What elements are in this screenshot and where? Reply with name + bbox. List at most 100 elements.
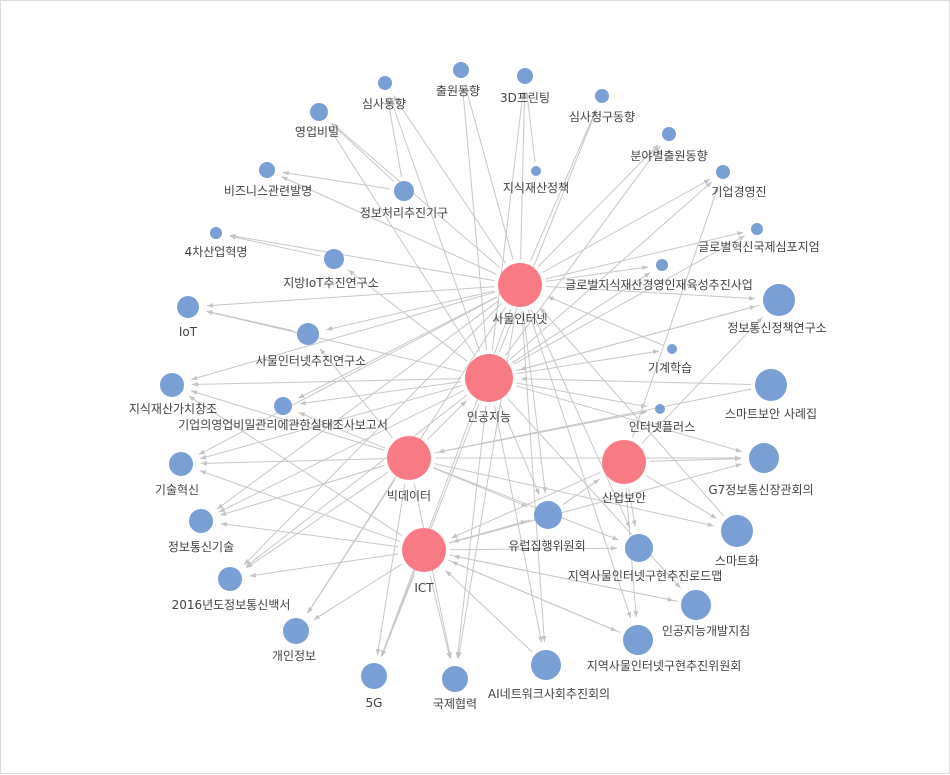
node-circle[interactable] (378, 76, 392, 90)
node-circle[interactable] (662, 127, 676, 141)
node-leaf[interactable]: 국제협력 (433, 666, 477, 711)
node-leaf[interactable]: 기계학습 (648, 344, 692, 375)
edge-n1-n30 (499, 403, 540, 495)
edge-n1-n17 (347, 269, 468, 362)
node-label: 지방IoT추진연구소 (283, 276, 379, 290)
node-circle[interactable] (749, 443, 779, 473)
node-circle[interactable] (681, 590, 711, 620)
node-circle[interactable] (442, 666, 468, 692)
node-circle[interactable] (297, 323, 319, 345)
node-circle[interactable] (310, 103, 328, 121)
node-leaf[interactable]: 스마트보안 사례집 (725, 369, 817, 421)
node-leaf[interactable]: 영업비밀 (295, 103, 339, 139)
node-circle[interactable] (274, 397, 292, 415)
node-label: 개인정보 (272, 649, 316, 663)
node-hub[interactable]: 인공지능 (465, 354, 513, 424)
node-circle[interactable] (189, 509, 213, 533)
edge-n2-n33 (246, 472, 388, 569)
edge-n1-n34 (507, 398, 681, 589)
node-circle[interactable] (283, 618, 309, 644)
node-leaf[interactable]: 3D프린팅 (500, 68, 550, 105)
node-leaf[interactable]: 유럽집행위원회 (508, 501, 586, 553)
node-leaf[interactable]: 인터넷플러스 (629, 404, 695, 434)
node-circle[interactable] (655, 404, 665, 414)
node-leaf[interactable]: 지식재산정책 (503, 166, 569, 195)
edge-n14-n9 (331, 123, 395, 182)
node-leaf[interactable]: 분야별출원동향 (630, 127, 708, 163)
node-circle[interactable] (387, 436, 431, 480)
node-leaf[interactable]: 지식재산가치창조 (129, 373, 217, 416)
node-leaf[interactable]: 정보처리추진기구 (360, 181, 448, 220)
node-circle[interactable] (751, 223, 763, 235)
node-leaf[interactable]: 지역사물인터넷구현추진위원회 (587, 625, 742, 673)
node-leaf[interactable]: 5G (361, 663, 387, 710)
node-circle[interactable] (531, 650, 561, 680)
node-leaf[interactable]: 심사동향 (362, 76, 406, 111)
node-leaf[interactable]: 스마트화 (715, 515, 759, 568)
node-circle[interactable] (656, 259, 668, 271)
node-label: ICT (414, 581, 434, 595)
node-leaf[interactable]: 지방IoT추진연구소 (283, 249, 379, 290)
node-circle[interactable] (394, 181, 414, 201)
node-circle[interactable] (361, 663, 387, 689)
node-leaf[interactable]: 출원동향 (436, 62, 480, 98)
node-circle[interactable] (595, 89, 609, 103)
node-circle[interactable] (625, 534, 653, 562)
node-leaf[interactable]: AI네트워크사회추진회의 (488, 650, 610, 701)
node-leaf[interactable]: 사물인터넷추진연구소 (256, 323, 366, 368)
edge-n14-n7 (386, 97, 403, 178)
node-leaf[interactable]: 4차산업혁명 (185, 227, 248, 259)
node-hub[interactable]: ICT (402, 528, 446, 595)
node-label: 출원동향 (436, 84, 480, 98)
node-leaf[interactable]: 개인정보 (272, 618, 316, 663)
node-circle[interactable] (259, 162, 275, 178)
node-hub[interactable]: 사물인터넷 (492, 263, 548, 326)
node-circle[interactable] (534, 501, 562, 529)
node-label: 사물인터넷 (492, 312, 547, 326)
node-circle[interactable] (218, 567, 242, 591)
node-circle[interactable] (602, 440, 646, 484)
node-circle[interactable] (531, 166, 541, 176)
node-circle[interactable] (160, 373, 184, 397)
node-circle[interactable] (169, 452, 193, 476)
edge-n2-n31 (434, 463, 714, 527)
node-circle[interactable] (763, 284, 795, 316)
edge-n0-n33 (243, 303, 503, 566)
node-leaf[interactable]: 기업경영진 (711, 165, 767, 199)
node-circle[interactable] (517, 68, 533, 84)
node-leaf[interactable]: G7정보통신장관회의 (708, 443, 814, 497)
node-leaf[interactable]: 정보통신정책연구소 (727, 284, 827, 335)
node-circle[interactable] (667, 344, 677, 354)
node-leaf[interactable]: 기업의영업비밀관리에관한실태조사보고서 (178, 397, 388, 432)
node-leaf[interactable]: 지역사물인터넷구현추진로드맵 (568, 534, 723, 583)
node-leaf[interactable]: 정보통신기술 (168, 509, 234, 554)
node-leaf[interactable]: 기술혁신 (155, 452, 199, 497)
node-circle[interactable] (721, 515, 753, 547)
node-circle[interactable] (623, 625, 653, 655)
node-circle[interactable] (453, 62, 469, 78)
node-hub[interactable]: 산업보안 (602, 440, 646, 505)
node-circle[interactable] (177, 296, 199, 318)
edge-n1-n12 (509, 181, 713, 360)
node-circle[interactable] (210, 227, 222, 239)
node-circle[interactable] (402, 528, 446, 572)
node-leaf[interactable]: 비즈니스관련발명 (224, 162, 312, 198)
node-leaf[interactable]: 글로벌지식재산경영인재육성추진사업 (565, 259, 753, 292)
edge-n1-n20 (206, 310, 462, 373)
node-circle[interactable] (755, 369, 787, 401)
node-label: G7정보통신장관회의 (708, 483, 813, 497)
node-leaf[interactable]: 심사청구동향 (569, 89, 635, 124)
node-circle[interactable] (324, 249, 344, 269)
node-label: 유럽집행위원회 (508, 538, 585, 553)
node-circle[interactable] (465, 354, 513, 402)
node-label: 비즈니스관련발명 (224, 184, 312, 198)
node-leaf[interactable]: IoT (177, 296, 199, 339)
node-leaf[interactable]: 글로벌혁신국제심포지엄 (698, 223, 820, 254)
node-circle[interactable] (716, 165, 730, 179)
node-hub[interactable]: 빅데이터 (387, 436, 431, 503)
node-leaf[interactable]: 인공지능개발지침 (662, 590, 750, 638)
node-leaf[interactable]: 2016년도정보통신백서 (172, 567, 291, 612)
edge-n36-n4 (451, 561, 621, 634)
node-circle[interactable] (498, 263, 542, 307)
